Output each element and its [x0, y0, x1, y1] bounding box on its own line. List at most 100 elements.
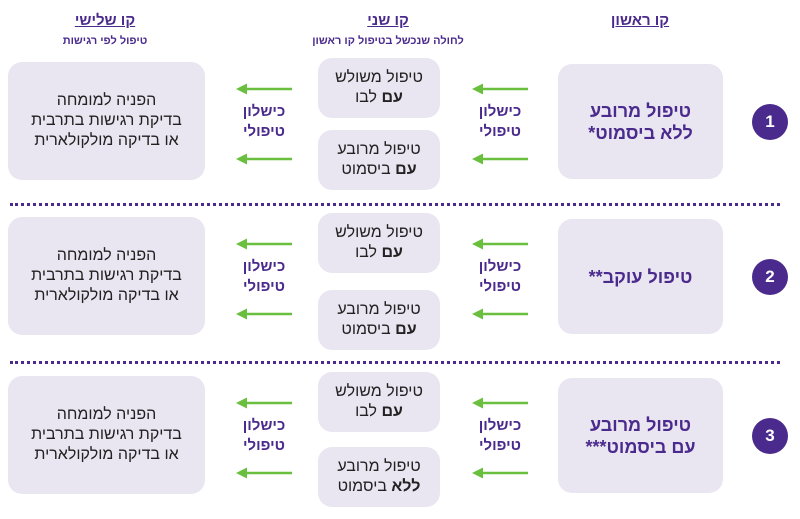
arrow-left-icon: [472, 307, 528, 320]
failure-line1: כישלון: [242, 103, 286, 120]
header-second-line: קו שני לחולה שנכשל בטיפול קו ראשון: [278, 12, 498, 47]
second-line-rest: ביסמוט: [341, 321, 396, 338]
third-line-box: הפניה למומחה בדיקת רגישות בתרבית או בדיקה …: [8, 376, 205, 494]
arrow-left-icon: [236, 237, 292, 250]
failure-line1: כישלון: [478, 258, 522, 275]
third-line-line2: בדיקת רגישות בתרבית: [31, 112, 182, 129]
arrow-left-icon: [236, 396, 292, 409]
second-line-text: טיפול מרובע עם ביסמוט: [337, 300, 420, 340]
flow-row: 2 טיפול עוקב** טיפול משולש עם לבו טיפול מרוב…: [0, 213, 800, 353]
first-line-line1: טיפול מרובע: [589, 414, 692, 435]
second-line-rest: לבו: [355, 89, 382, 106]
third-line-line3: או בדיקה מולקולארית: [34, 446, 179, 463]
header-first-line: קו ראשון: [530, 12, 750, 29]
second-line-emphasis: עם: [381, 89, 403, 106]
second-line-emphasis: עם: [395, 161, 417, 178]
first-line-line2: ללא ביסמוט*: [588, 122, 693, 143]
treatment-failure-label: כישלון טיפולי: [465, 416, 535, 456]
header-subtitle: לחולה שנכשל בטיפול קו ראשון: [312, 35, 464, 47]
second-line-emphasis: עם: [381, 403, 403, 420]
row-number-badge: 3: [752, 418, 788, 454]
second-line-line2: ללא ביסמוט: [337, 477, 421, 497]
third-line-line3: או בדיקה מולקולארית: [34, 287, 179, 304]
failure-line2: טיפולי: [243, 123, 285, 140]
second-line-text: טיפול משולש עם לבו: [335, 68, 423, 108]
first-line-line2: עם ביסמוט***: [585, 436, 696, 457]
failure-line1: כישלון: [242, 417, 286, 434]
first-line-box: טיפול עוקב**: [558, 219, 723, 334]
second-line-emphasis: עם: [395, 321, 417, 338]
treatment-failure-label: כישלון טיפולי: [465, 257, 535, 297]
second-line-rest: ביסמוט: [341, 161, 396, 178]
arrow-left-icon: [236, 152, 292, 165]
failure-line2: טיפולי: [243, 278, 285, 295]
second-line-box: טיפול מרובע עם ביסמוט: [318, 290, 440, 350]
treatment-failure-label: כישלון טיפולי: [229, 102, 299, 142]
arrow-left-icon: [236, 307, 292, 320]
row-number-badge: 2: [752, 259, 788, 295]
header-title: קו שני: [367, 12, 409, 29]
header-title: קו ראשון: [610, 12, 670, 29]
failure-line2: טיפולי: [479, 123, 521, 140]
second-line-box: טיפול משולש עם לבו: [318, 58, 440, 118]
second-line-text: טיפול משולש עם לבו: [335, 223, 423, 263]
arrow-left-icon: [236, 82, 292, 95]
third-line-line1: הפניה למומחה: [56, 406, 157, 423]
failure-line2: טיפולי: [243, 437, 285, 454]
third-line-text: הפניה למומחה בדיקת רגישות בתרבית או בדיקה …: [31, 246, 182, 306]
second-line-box: טיפול משולש עם לבו: [318, 213, 440, 273]
third-line-text: הפניה למומחה בדיקת רגישות בתרבית או בדיקה …: [31, 91, 182, 151]
second-line-box: טיפול מרובע ללא ביסמוט: [318, 447, 440, 507]
failure-line1: כישלון: [478, 417, 522, 434]
row-number-badge: 1: [752, 104, 788, 140]
second-line-line2: עם לבו: [335, 402, 423, 422]
first-line-line1: טיפול עוקב**: [588, 266, 693, 287]
second-line-rest: ביסמוט: [337, 478, 392, 495]
second-line-line1: טיפול משולש: [335, 69, 423, 86]
second-line-line1: טיפול מרובע: [337, 301, 421, 318]
treatment-failure-label: כישלון טיפולי: [229, 416, 299, 456]
failure-line2: טיפולי: [479, 278, 521, 295]
second-line-line1: טיפול משולש: [335, 224, 423, 241]
second-line-emphasis: ללא: [391, 478, 421, 495]
header-third-line: קו שלישי טיפול לפי רגישות: [0, 12, 215, 47]
third-line-text: הפניה למומחה בדיקת רגישות בתרבית או בדיקה …: [31, 405, 182, 465]
third-line-line2: בדיקת רגישות בתרבית: [31, 267, 182, 284]
arrow-left-icon: [472, 82, 528, 95]
row-divider: [10, 203, 780, 206]
first-line-text: טיפול עוקב**: [589, 266, 693, 288]
arrow-left-icon: [472, 237, 528, 250]
second-line-text: טיפול משולש עם לבו: [335, 382, 423, 422]
third-line-line1: הפניה למומחה: [56, 247, 157, 264]
second-line-line2: עם ביסמוט: [337, 160, 420, 180]
arrow-left-icon: [472, 396, 528, 409]
third-line-line2: בדיקת רגישות בתרבית: [31, 426, 182, 443]
arrow-left-icon: [236, 466, 292, 479]
third-line-line3: או בדיקה מולקולארית: [34, 132, 179, 149]
second-line-line2: עם לבו: [335, 243, 423, 263]
second-line-line2: עם ביסמוט: [337, 320, 420, 340]
first-line-line1: טיפול מרובע: [589, 100, 692, 121]
second-line-line1: טיפול מרובע: [337, 458, 421, 475]
third-line-line1: הפניה למומחה: [56, 92, 157, 109]
header-title: קו שלישי: [74, 12, 136, 29]
third-line-box: הפניה למומחה בדיקת רגישות בתרבית או בדיקה …: [8, 217, 205, 335]
second-line-rest: לבו: [355, 244, 382, 261]
second-line-line2: עם לבו: [335, 88, 423, 108]
second-line-box: טיפול משולש עם לבו: [318, 372, 440, 432]
header-subtitle: טיפול לפי רגישות: [62, 35, 148, 47]
second-line-line1: טיפול מרובע: [337, 141, 421, 158]
second-line-text: טיפול מרובע ללא ביסמוט: [337, 457, 420, 497]
second-line-box: טיפול מרובע עם ביסמוט: [318, 130, 440, 190]
failure-line2: טיפולי: [479, 437, 521, 454]
second-line-emphasis: עם: [381, 244, 403, 261]
second-line-line1: טיפול משולש: [335, 383, 423, 400]
row-divider: [10, 361, 780, 364]
